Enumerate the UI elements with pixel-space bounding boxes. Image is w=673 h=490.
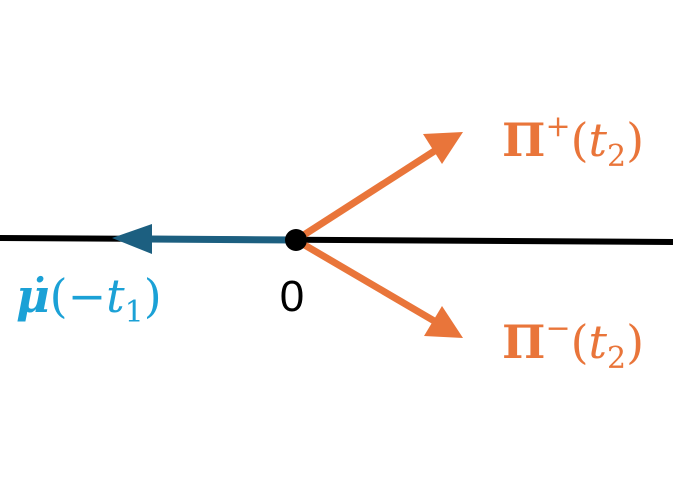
pi-minus-arrowhead bbox=[424, 306, 463, 338]
pi-minus-superscript: − bbox=[545, 311, 570, 346]
pi-minus-close-paren: ) bbox=[626, 315, 644, 369]
mu-var: t bbox=[106, 269, 125, 323]
origin-label: 0 bbox=[280, 272, 304, 321]
mu-arrow-shaft bbox=[147, 235, 297, 244]
pi-plus-arrowhead bbox=[423, 132, 463, 164]
pi-minus-label: Π−(t2) bbox=[502, 311, 644, 376]
mu-symbol: μ̇ bbox=[16, 269, 50, 323]
pi-plus-close-paren: ) bbox=[626, 113, 644, 167]
pi-plus-label: Π+(t2) bbox=[502, 109, 644, 174]
pi-plus-arrow-shaft bbox=[294, 147, 438, 243]
pi-plus-subscript: 2 bbox=[607, 139, 626, 174]
pi-plus-open-paren: ( bbox=[571, 113, 589, 167]
pi-minus-symbol: Π bbox=[502, 315, 545, 369]
mu-label: μ̇(−t1) bbox=[16, 269, 162, 330]
mu-close-paren: ) bbox=[144, 269, 162, 323]
pi-minus-subscript: 2 bbox=[607, 341, 626, 376]
pi-minus-var: t bbox=[589, 315, 608, 369]
mu-arrowhead bbox=[112, 224, 152, 254]
origin-point bbox=[285, 229, 307, 251]
pi-minus-open-paren: ( bbox=[571, 315, 589, 369]
pi-plus-symbol: Π bbox=[502, 113, 545, 167]
pi-minus-arrow-shaft bbox=[294, 236, 438, 326]
axis-line bbox=[0, 235, 673, 245]
mu-open-paren: ( bbox=[50, 269, 68, 323]
pi-plus-var: t bbox=[589, 113, 608, 167]
mu-subscript: 1 bbox=[125, 295, 144, 330]
mu-minus: − bbox=[68, 269, 107, 323]
pi-plus-superscript: + bbox=[545, 109, 570, 144]
